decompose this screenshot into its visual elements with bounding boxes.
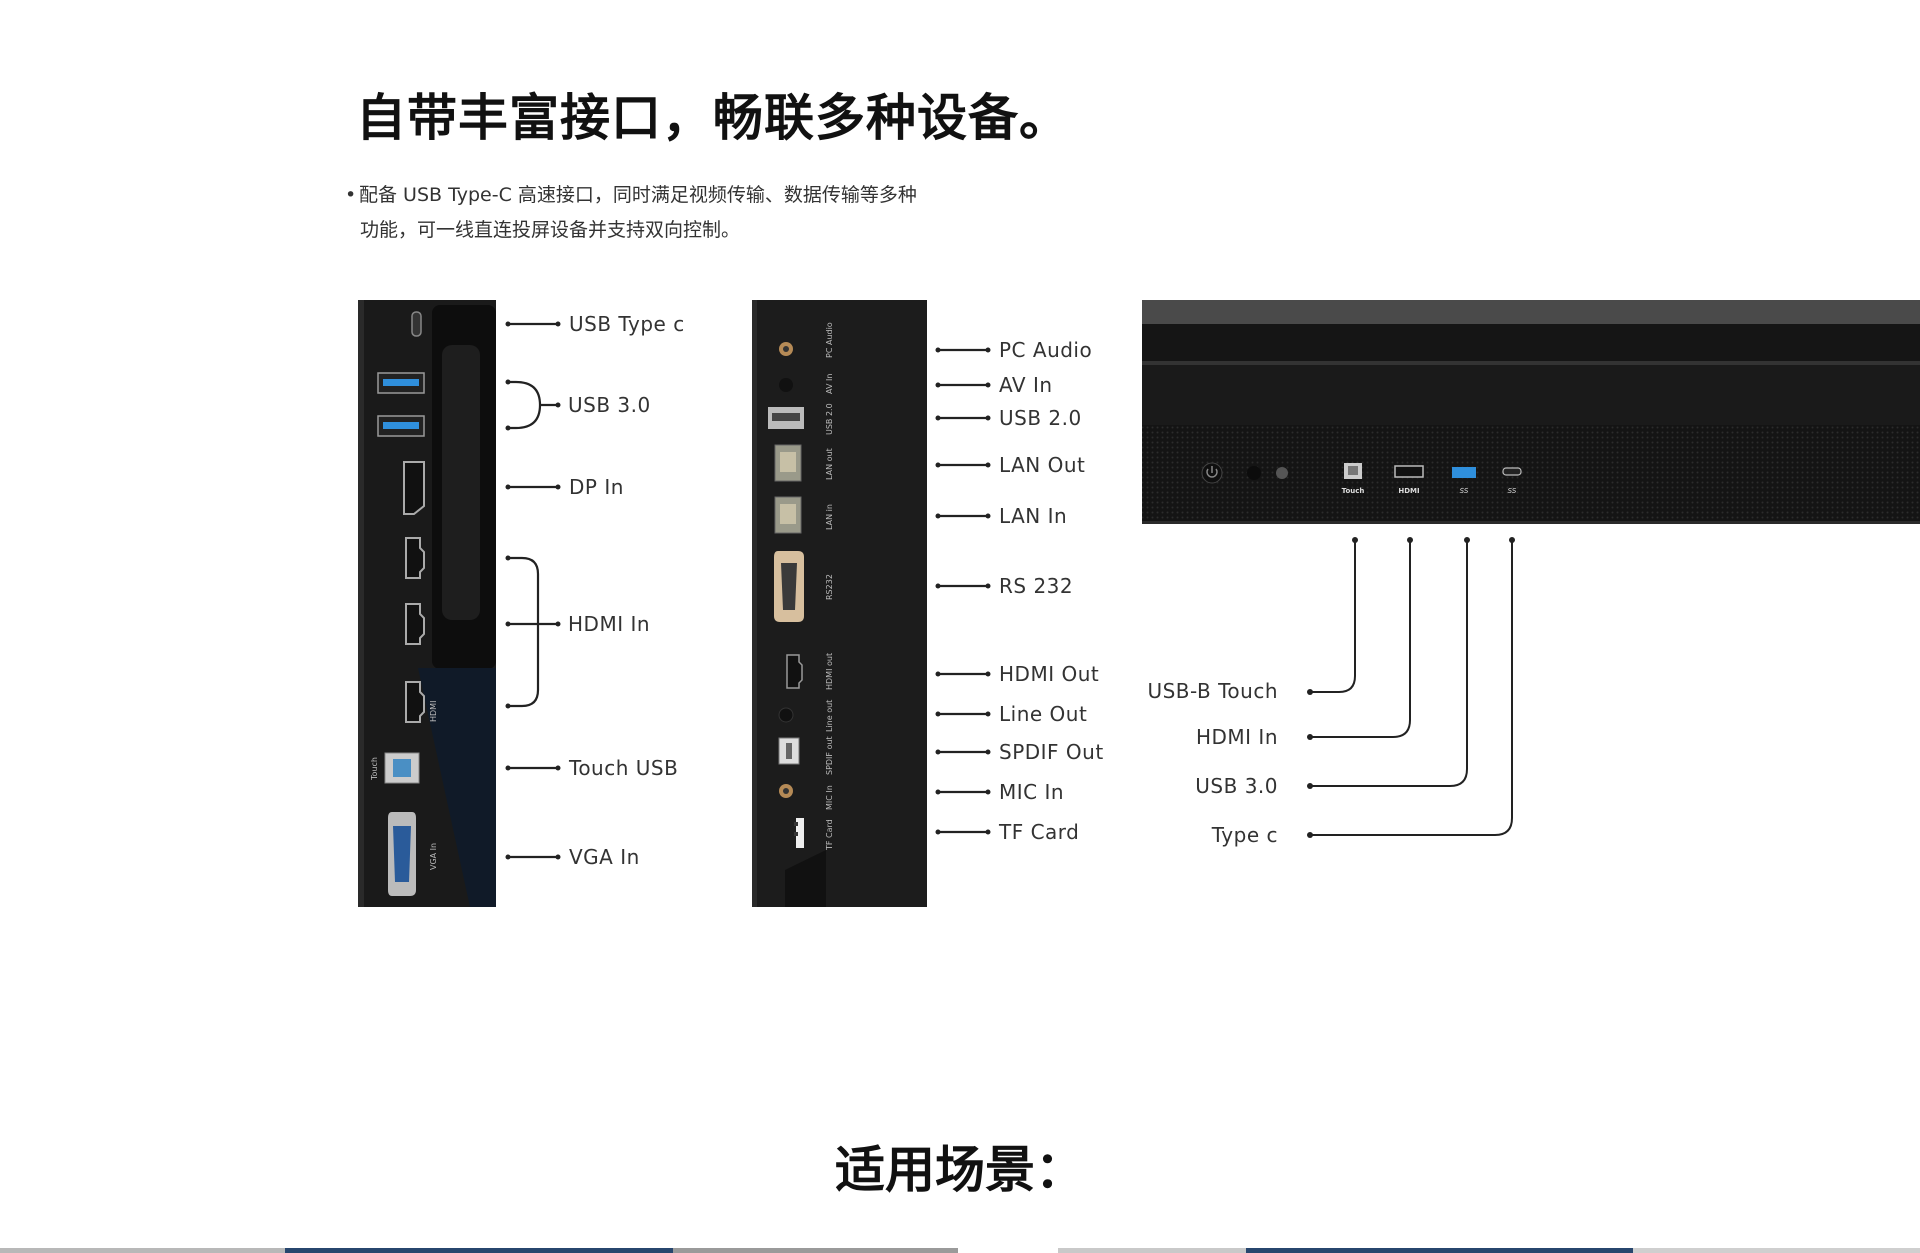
label-hdmi-in: HDMI In <box>568 612 650 636</box>
label-spdif-out: SPDIF Out <box>999 740 1104 764</box>
label-mic-in: MIC In <box>999 780 1064 804</box>
front-usb3-port-icon <box>1452 467 1476 478</box>
front-leader-dots <box>1307 537 1515 838</box>
label-usb-b-touch: USB-B Touch <box>1147 679 1278 703</box>
print-rs232: RS232 <box>825 574 834 600</box>
front-print-hdmi: HDMI <box>1398 487 1419 495</box>
print-pc-audio: PC Audio <box>825 322 834 358</box>
label-hdmi-out: HDMI Out <box>999 662 1099 686</box>
description-line-1: 配备 USB Type-C 高速接口，同时满足视频传输、数据传输等多种 <box>359 184 917 206</box>
bullet: • <box>345 184 357 206</box>
scene-strip-2 <box>285 1248 673 1253</box>
scene-strip-4 <box>1058 1248 1246 1253</box>
print-line-out: Line out <box>825 700 834 732</box>
usb3-port-icons <box>377 372 425 437</box>
print-spdif-out: SPDIF out <box>825 736 834 775</box>
hdmi-out-port-icon <box>786 654 803 689</box>
label-touch-usb: Touch USB <box>568 756 678 780</box>
av-in-jack-icon <box>779 378 793 392</box>
label-front-usb-3-0: USB 3.0 <box>1195 774 1278 798</box>
label-front-hdmi-in: HDMI In <box>1196 725 1278 749</box>
label-lan-in: LAN In <box>999 504 1067 528</box>
scene-strip-5 <box>1246 1248 1633 1253</box>
print-av-in: AV In <box>825 374 834 394</box>
side-print-hdmi: HDMI <box>429 701 438 722</box>
label-line-out: Line Out <box>999 702 1087 726</box>
label-usb-3-0: USB 3.0 <box>568 393 651 417</box>
description-line-2: 功能，可一线直连投屏设备并支持双向控制。 <box>360 219 741 241</box>
vga-port-icon <box>388 812 416 896</box>
label-vga-in: VGA In <box>569 845 640 869</box>
feature-description: •配备 USB Type-C 高速接口，同时满足视频传输、数据传输等多种 功能，… <box>345 178 995 248</box>
scene-strip-6 <box>1633 1248 1920 1253</box>
line-out-jack-icon <box>778 707 794 723</box>
middle-leader-lines <box>938 348 988 834</box>
label-lan-out: LAN Out <box>999 453 1085 477</box>
front-print-touch: Touch <box>1342 487 1365 495</box>
front-leader-lines <box>1310 540 1513 836</box>
label-usb-2-0: USB 2.0 <box>999 406 1082 430</box>
side-print-vga: VGA In <box>429 843 438 870</box>
ports-diagram: Touch VGA In HDMI USB Type c USB 3.0 DP … <box>358 300 1920 907</box>
indicator-dot-icon <box>1276 467 1288 479</box>
middle-leader-dots <box>935 347 991 835</box>
print-hdmi-out: HDMI out <box>825 653 834 690</box>
label-rs-232: RS 232 <box>999 574 1073 598</box>
scene-strip-3 <box>673 1248 958 1253</box>
side-print-touch: Touch <box>370 757 379 781</box>
print-tf-card: TF Card <box>825 819 834 851</box>
dp-port-icon <box>403 461 425 515</box>
print-usb2: USB 2.0 <box>825 403 834 435</box>
front-print-usb3: SS <box>1460 487 1469 495</box>
print-lan-out: LAN out <box>825 448 834 480</box>
front-panel: Touch HDMI SS SS <box>1142 300 1920 524</box>
label-pc-audio: PC Audio <box>999 338 1092 362</box>
label-dp-in: DP In <box>569 475 624 499</box>
left-side-panel: Touch VGA In HDMI <box>358 300 496 907</box>
front-hdmi-port-icon <box>1394 465 1424 478</box>
left-leader-lines <box>508 322 558 859</box>
rear-panel <box>752 300 927 907</box>
label-tf-card: TF Card <box>998 820 1079 844</box>
scene-title: 适用场景： <box>835 1141 1085 1199</box>
scene-strip-1 <box>0 1248 285 1253</box>
rear-panel-prints: PC Audio AV In USB 2.0 LAN out LAN in RS… <box>825 322 834 851</box>
front-print-usb-c: SS <box>1508 487 1517 495</box>
left-leader-dots <box>505 321 561 860</box>
print-mic-in: MIC In <box>825 785 834 810</box>
label-av-in: AV In <box>999 373 1053 397</box>
hdmi-port-icons <box>405 537 425 723</box>
tf-card-slot-icon <box>796 818 804 848</box>
front-usb-c-port-icon <box>1502 467 1522 476</box>
print-lan-in: LAN in <box>825 504 834 530</box>
usb-c-port-icon <box>411 311 422 337</box>
label-front-type-c: Type c <box>1211 823 1278 847</box>
label-usb-type-c: USB Type c <box>569 312 685 336</box>
sensor-dot-icon <box>1247 466 1261 480</box>
section-heading: 自带丰富接口，畅联多种设备。 <box>356 89 1070 147</box>
